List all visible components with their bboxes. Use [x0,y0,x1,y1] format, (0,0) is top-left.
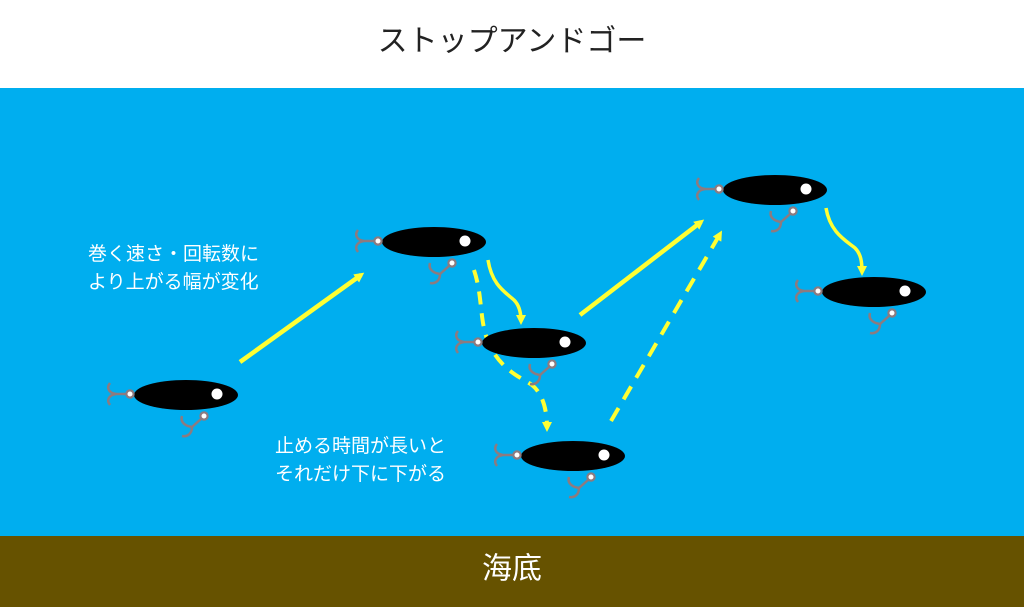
seabed-area [0,536,1024,607]
arrow-rise-1 [238,272,365,364]
water-area [0,88,1024,536]
arrow-fall-1 [486,259,526,325]
dashed-fall-path [472,269,552,432]
diagram-title: ストップアンドゴー [377,24,647,59]
arrow-rise-2 [578,219,705,317]
rise-note-line-1: 巻く速さ・回転数に [88,243,259,265]
fall-note-line-2: それだけ下に下がる [275,463,446,485]
rise-note-line-2: より上がる幅が変化 [88,271,259,293]
seabed-label: 海底 [482,552,542,587]
arrow-fall-2 [824,207,867,276]
fall-note-line-1: 止める時間が長いと [275,435,446,457]
dashed-rise-path [609,230,723,423]
